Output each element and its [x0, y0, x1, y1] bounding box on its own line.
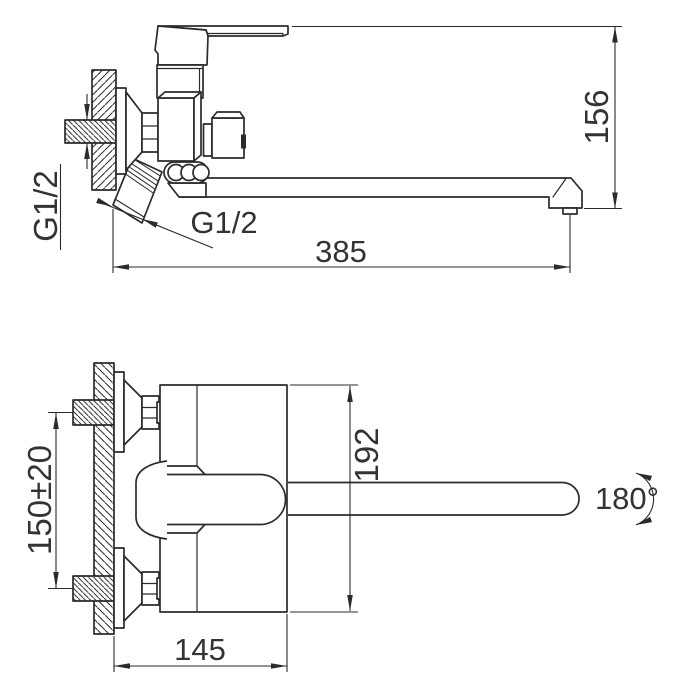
plan-view-drawing: 150±20 192 145 180° — [21, 362, 659, 672]
escutcheon-cone — [125, 91, 143, 171]
shower-thread-label: G1/2 — [190, 205, 257, 240]
shower-outlet — [112, 157, 163, 224]
supply-pipe-section — [64, 119, 117, 144]
handle-base-flare — [135, 460, 168, 540]
handle-end-view — [135, 460, 287, 540]
escutcheon-top — [113, 371, 143, 453]
dimension-body-depth: 145 — [113, 614, 288, 672]
faucet-body — [156, 64, 246, 162]
body-span-label: 192 — [348, 427, 385, 482]
spout-root-wedge — [167, 182, 207, 198]
spout-tip-edge — [552, 177, 567, 198]
handle-grip — [167, 473, 287, 526]
mounting-nut-top — [141, 395, 162, 430]
dimension-spout-height: 156 — [292, 25, 622, 210]
lever-handle — [154, 25, 289, 66]
spout-outlet-notch — [562, 207, 578, 215]
shower-outlet-thread-hatch — [125, 157, 161, 194]
body-shoulder-top — [159, 465, 206, 476]
spout — [163, 161, 583, 215]
body-shoulder-bottom — [159, 523, 206, 534]
spout-tube — [179, 177, 583, 209]
supply-spacing-label: 150±20 — [21, 445, 58, 555]
side-view-drawing: G1/2 G1/2 385 156 — [27, 25, 622, 273]
supply-thread-label: G1/2 — [27, 170, 64, 242]
body-depth-label: 145 — [174, 632, 226, 667]
lever-base — [154, 25, 209, 66]
shower-outlet-body — [112, 157, 163, 224]
diverter-knob — [241, 134, 246, 149]
escutcheon — [115, 87, 143, 175]
supply-pipe-bottom — [72, 575, 115, 602]
lever-bar-edge — [207, 32, 284, 37]
dimension-spout-reach: 385 — [112, 209, 571, 273]
diverter-box — [211, 117, 245, 159]
diverter-neck — [202, 123, 213, 157]
spout-plan — [288, 481, 580, 516]
wall-section-plan — [93, 362, 115, 635]
dimension-supply-spacing: 150±20 — [21, 411, 73, 590]
dimension-body-span: 192 — [290, 384, 385, 613]
cartridge-front — [157, 97, 195, 162]
spout-height-label: 156 — [578, 89, 615, 144]
swivel-angle-label: 180° — [595, 481, 659, 516]
dimension-supply-thread: G1/2 — [27, 94, 90, 250]
aerator-ring-3 — [192, 163, 210, 182]
cartridge-side-face — [193, 91, 202, 162]
mounting-nut — [141, 112, 159, 153]
spout-reach-label: 385 — [315, 234, 367, 269]
diverter-top-face — [211, 111, 245, 119]
swivel-annotation: 180° — [595, 472, 659, 526]
swivel-arc — [635, 472, 655, 526]
shower-outlet-chamfer — [114, 198, 145, 218]
supply-pipe-top — [72, 399, 115, 426]
escutcheon-flange — [115, 87, 127, 175]
mounting-nut-bottom — [141, 571, 162, 606]
dimension-shower-thread: G1/2 — [96, 197, 258, 249]
escutcheon-bottom — [113, 547, 143, 629]
